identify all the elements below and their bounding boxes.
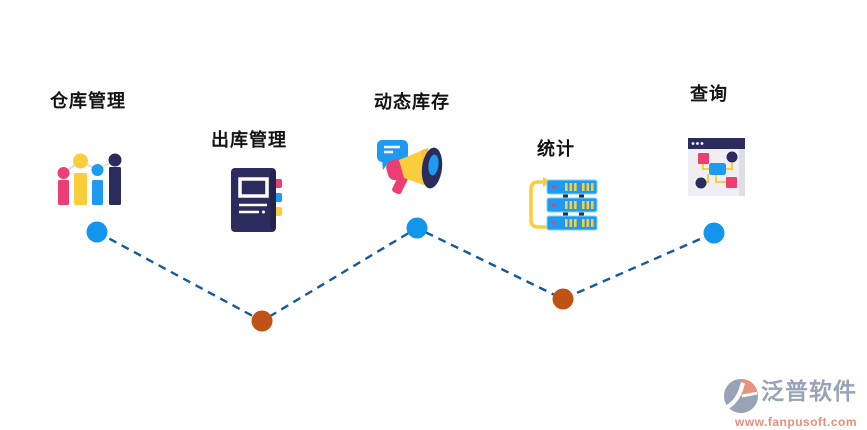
timeline-node-4 [552, 288, 574, 310]
watermark: 泛普软件 www.fanpusoft.com [723, 378, 863, 429]
bar-chart-icon [57, 153, 122, 205]
timeline-node-1 [86, 221, 108, 243]
stage-label-statistics: 统计 [537, 139, 575, 159]
notebook-icon [231, 168, 282, 232]
browser-flowchart-icon [688, 138, 745, 196]
megaphone-icon [377, 140, 443, 195]
timeline-node-2 [251, 310, 273, 332]
stage-label-query: 查询 [690, 84, 728, 104]
timeline-node-5 [703, 222, 725, 244]
stage-label-warehouse-management: 仓库管理 [50, 91, 126, 111]
stage-label-outbound-management: 出库管理 [211, 130, 287, 150]
server-stack-icon [529, 177, 598, 231]
timeline-dashed-line [96, 226, 715, 323]
watermark-url: www.fanpusoft.com [735, 415, 858, 429]
watermark-brand: 泛普软件 [761, 378, 857, 404]
fanpu-logo-icon [723, 378, 759, 414]
stage-label-dynamic-inventory: 动态库存 [374, 92, 450, 112]
timeline-node-3 [406, 217, 428, 239]
